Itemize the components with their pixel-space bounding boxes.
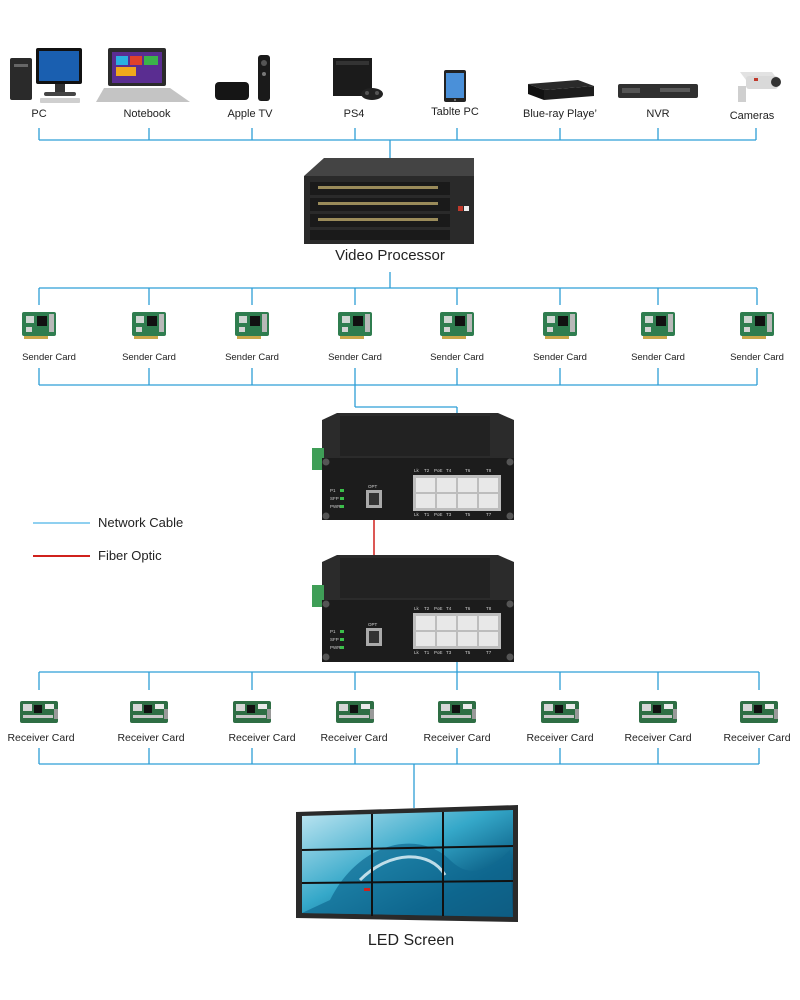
legend-fiber-optic-label: Fiber Optic <box>98 548 162 563</box>
nvr-icon <box>618 84 698 98</box>
source-label-ps4: PS4 <box>343 108 365 120</box>
source-label-pc: PC <box>31 108 47 120</box>
notebook-icon <box>96 48 190 102</box>
sender-card-label: Sender Card <box>730 352 784 363</box>
receiver-card-icon <box>233 701 271 723</box>
apple-tv-icon <box>215 55 270 101</box>
sender-card-label: Sender Card <box>430 352 484 363</box>
switch2-sfp-label: OPT <box>368 622 378 627</box>
receiver-card-icon <box>130 701 168 723</box>
led-screen-wall <box>296 805 518 922</box>
switch2-bottom-port-label: T3 <box>446 650 452 655</box>
media-converter-switch-top <box>312 413 514 520</box>
video-processor-device <box>304 158 474 244</box>
receiver-card-label: Receiver Card <box>7 732 75 744</box>
switch2-top-port-label: T4 <box>446 606 452 611</box>
switch2-led-label: SFP <box>330 637 339 642</box>
sender-card-label: Sender Card <box>122 352 176 363</box>
sender-card-label: Sender Card <box>225 352 279 363</box>
receiver-card-label: Receiver Card <box>423 732 491 744</box>
switch1-top-port-label: PoE <box>434 468 443 473</box>
led-screen-label: LED Screen <box>367 932 455 949</box>
switch2-bottom-port-label: T7 <box>486 650 492 655</box>
switch1-bottom-port-label: T3 <box>446 512 452 517</box>
sender-card-label: Sender Card <box>328 352 382 363</box>
receiver-card-label: Receiver Card <box>117 732 185 744</box>
switch1-top-port-label: T6 <box>465 468 471 473</box>
receiver-card-icon <box>438 701 476 723</box>
source-label-nvr: NVR <box>646 108 670 120</box>
source-label-cameras: Cameras <box>729 110 775 122</box>
sender-card-icon <box>338 312 372 339</box>
receiver-card-icon <box>20 701 58 723</box>
receiver-card-label: Receiver Card <box>526 732 594 744</box>
receiver-card-label: Receiver Card <box>723 732 791 744</box>
switch2-bottom-port-label: T1 <box>424 650 430 655</box>
switch1-bottom-port-label: T5 <box>465 512 471 517</box>
switch2-bottom-port-label: PoE <box>434 650 443 655</box>
camera-icon <box>738 72 781 102</box>
pc-icon <box>10 48 82 103</box>
sender-card-icon <box>22 312 56 339</box>
switch1-bottom-port-label: T1 <box>424 512 430 517</box>
media-converter-switch-bottom <box>312 555 514 662</box>
receiver-card-icon <box>639 701 677 723</box>
source-label-apple-tv: Apple TV <box>227 108 273 120</box>
source-label-bluray: Blue-ray Playe’ <box>523 108 597 120</box>
source-label-notebook: Notebook <box>123 108 171 120</box>
sender-card-icon <box>235 312 269 339</box>
switch2-top-port-label: T6 <box>465 606 471 611</box>
sender-card-icon <box>740 312 774 339</box>
switch1-led-label: PWR <box>330 504 341 509</box>
switch1-bottom-port-label: Lk <box>414 512 420 517</box>
receiver-card-icon <box>541 701 579 723</box>
sender-card-label: Sender Card <box>22 352 76 363</box>
sender-card-label: Sender Card <box>631 352 685 363</box>
switch1-sfp-label: OPT <box>368 484 378 489</box>
source-label-tablet: Tablte PC <box>431 106 479 118</box>
tablet-icon <box>444 70 466 102</box>
receiver-card-label: Receiver Card <box>320 732 388 744</box>
sender-card-icon <box>543 312 577 339</box>
switch1-top-port-label: T2 <box>424 468 430 473</box>
switch2-bottom-port-label: T5 <box>465 650 471 655</box>
switch1-led-label: SFP <box>330 496 339 501</box>
sender-card-icon <box>641 312 675 339</box>
sender-card-label: Sender Card <box>533 352 587 363</box>
switch1-top-port-label: Lk <box>414 468 420 473</box>
ps4-icon <box>333 58 383 100</box>
switch2-top-port-label: Lk <box>414 606 420 611</box>
receiver-card-icon <box>336 701 374 723</box>
receiver-card-label: Receiver Card <box>228 732 296 744</box>
switch1-top-port-label: T4 <box>446 468 452 473</box>
switch2-led-label: P1 <box>330 629 336 634</box>
switch2-top-port-label: T2 <box>424 606 430 611</box>
bluray-player-icon <box>528 80 594 100</box>
switch2-bottom-port-label: Lk <box>414 650 420 655</box>
switch2-led-label: PWR <box>330 645 341 650</box>
receiver-card-label: Receiver Card <box>624 732 692 744</box>
switch1-bottom-port-label: PoE <box>434 512 443 517</box>
switch1-bottom-port-label: T7 <box>486 512 492 517</box>
video-processor-label: Video Processor <box>335 247 445 264</box>
switch2-top-port-label: T8 <box>486 606 492 611</box>
switch1-top-port-label: T8 <box>486 468 492 473</box>
receiver-card-icon <box>740 701 778 723</box>
sender-card-icon <box>440 312 474 339</box>
switch1-led-label: P1 <box>330 488 336 493</box>
sender-card-icon <box>132 312 166 339</box>
legend-network-cable-label: Network Cable <box>98 515 184 530</box>
switch2-top-port-label: PoE <box>434 606 443 611</box>
